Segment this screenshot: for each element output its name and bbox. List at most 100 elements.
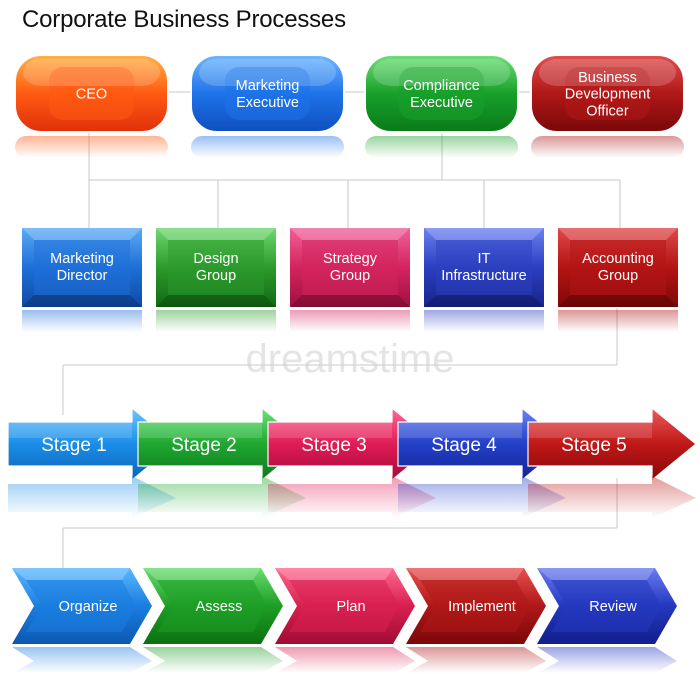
stage-arrow-5[interactable]: Stage 5 — [527, 406, 697, 518]
process-step-bevel — [143, 568, 261, 580]
dept-box-bevel — [290, 228, 410, 240]
dept-box-label: Group — [330, 268, 370, 284]
watermark: dreamstime — [246, 337, 455, 381]
process-step-face — [26, 580, 136, 632]
process-step-bevel — [12, 568, 130, 580]
dept-box-bevel — [22, 228, 142, 240]
stage-arrow-4[interactable]: Stage 4 — [397, 406, 567, 518]
stage-arrow-label: Stage 4 — [431, 435, 497, 456]
process-step-organize[interactable]: Organize — [12, 568, 152, 673]
dept-box-reflection — [558, 310, 678, 332]
process-step-label: Plan — [336, 599, 365, 615]
process-step-bevel — [275, 568, 393, 580]
dept-box-label: Group — [196, 268, 236, 284]
exec-box-reflection — [531, 136, 684, 158]
stage-arrow-row: Stage 1 Stage 2 Stage 3 Stage 4 Stage 5 — [7, 406, 697, 518]
stage-arrow-reflection — [398, 476, 566, 518]
dept-box-bevel — [156, 228, 276, 240]
process-step-bevel — [537, 568, 655, 580]
stage-arrow-reflection — [138, 476, 306, 518]
page-title: Corporate Business Processes — [22, 6, 346, 33]
stage-arrow-label: Stage 5 — [561, 435, 627, 456]
department-row: MarketingDirectorDesignGroupStrategyGrou… — [22, 228, 678, 332]
exec-box-gloss — [199, 59, 336, 86]
stage-arrow-reflection — [8, 476, 176, 518]
stage-arrow-shape — [527, 406, 697, 482]
process-step-review[interactable]: Review — [537, 568, 677, 673]
process-step-plan[interactable]: Plan — [275, 568, 415, 673]
dept-box-label: Accounting — [582, 251, 654, 267]
exec-box-inner — [565, 67, 650, 120]
dept-box-label: Director — [57, 268, 108, 284]
process-step-label: Assess — [196, 599, 243, 615]
stage-arrow-label: Stage 3 — [301, 435, 367, 456]
dept-box-bevel — [290, 295, 410, 307]
dept-box-bevel — [558, 228, 678, 240]
exec-box-inner — [225, 67, 310, 120]
dept-box-reflection — [424, 310, 544, 332]
dept-box-reflection — [22, 310, 142, 332]
stage-arrow-gloss — [528, 422, 652, 438]
stage-arrow-label: Stage 2 — [171, 435, 237, 456]
dept-box-face — [34, 240, 130, 295]
exec-box-gloss — [23, 59, 160, 86]
process-step-reflection — [537, 647, 677, 673]
exec-box-reflection — [365, 136, 518, 158]
process-step-reflection — [275, 647, 415, 673]
exec-box-reflection — [15, 136, 168, 158]
dept-box-face — [302, 240, 398, 295]
exec-box-reflection — [191, 136, 344, 158]
stage-arrow-3[interactable]: Stage 3 — [267, 406, 437, 518]
dept-box-label: Group — [598, 268, 638, 284]
stage-arrow-gloss — [398, 422, 522, 438]
process-step-reflection — [12, 647, 152, 673]
dept-box-reflection — [156, 310, 276, 332]
dept-box-bevel — [424, 228, 544, 240]
process-step-implement[interactable]: Implement — [406, 568, 546, 673]
exec-box-label: Executive — [236, 95, 299, 111]
exec-box-label: Compliance — [403, 78, 480, 94]
stage-arrow-gloss — [8, 422, 132, 438]
dept-box-bevel — [22, 295, 142, 307]
exec-box-label: Marketing — [236, 78, 300, 94]
process-step-label: Implement — [448, 599, 516, 615]
dept-box-label: Marketing — [50, 251, 114, 267]
process-step-assess[interactable]: Assess — [143, 568, 283, 673]
stage-arrow-1[interactable]: Stage 1 — [7, 406, 177, 518]
stage-arrow-gloss — [268, 422, 392, 438]
dept-box-bevel — [558, 295, 678, 307]
process-step-label: Organize — [59, 599, 118, 615]
dept-box-bevel — [424, 295, 544, 307]
stage-arrow-gloss — [138, 422, 262, 438]
exec-box-ceo[interactable]: CEO — [14, 54, 169, 158]
dept-box-label: Infrastructure — [441, 268, 526, 284]
process-step-label: Review — [589, 599, 637, 615]
dept-box-bevel — [156, 295, 276, 307]
exec-box-label: CEO — [76, 87, 107, 103]
watermark-text: dreamstime — [246, 337, 455, 381]
dept-box-face — [570, 240, 666, 295]
dept-box-label: Design — [193, 251, 238, 267]
process-chevron-row: Organize Assess Plan Implement Review — [12, 568, 677, 673]
dept-box-face — [436, 240, 532, 295]
process-step-face — [157, 580, 267, 632]
dept-box-face — [168, 240, 264, 295]
stage-arrow-reflection — [528, 476, 696, 518]
stage-arrow-reflection — [268, 476, 436, 518]
dept-box-label: Strategy — [323, 251, 378, 267]
process-step-face — [420, 580, 530, 632]
stage-arrow-label: Stage 1 — [41, 435, 107, 456]
process-step-reflection — [143, 647, 283, 673]
exec-box-inner — [49, 67, 134, 120]
exec-box-label: Officer — [586, 103, 629, 119]
exec-box-label: Business — [578, 70, 637, 86]
